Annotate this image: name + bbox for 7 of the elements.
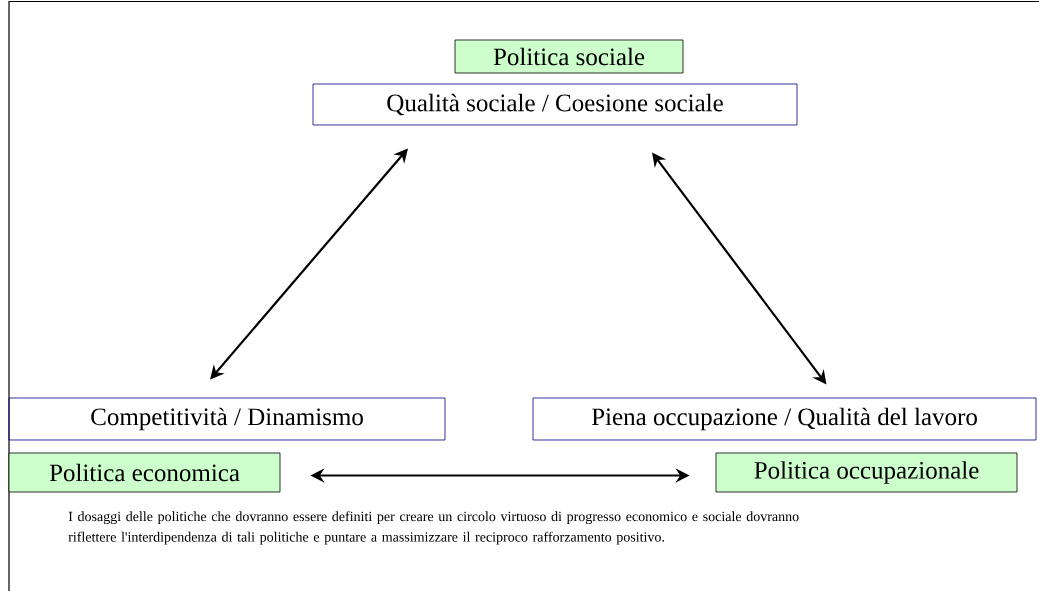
policy-box: Politica sociale [454,39,684,74]
policy-box: Politica occupazionale [715,452,1018,493]
goal-box: Qualità sociale / Coesione sociale [312,83,798,126]
goal-box: Competitività / Dinamismo [8,397,446,441]
note-text: I dosaggi delle politiche che dovranno essere definiti per creare un circolo virtuoso di progresso economico e sociale dovranno riflettere l'interdipendenza di tali politiche e puntare a massimizzare il reciproco rafforzamento positivo. [68,511,799,545]
goal-box: Piena occupazione / Qualità del lavoro [532,397,1037,441]
policy-box: Politica economica [8,452,281,493]
